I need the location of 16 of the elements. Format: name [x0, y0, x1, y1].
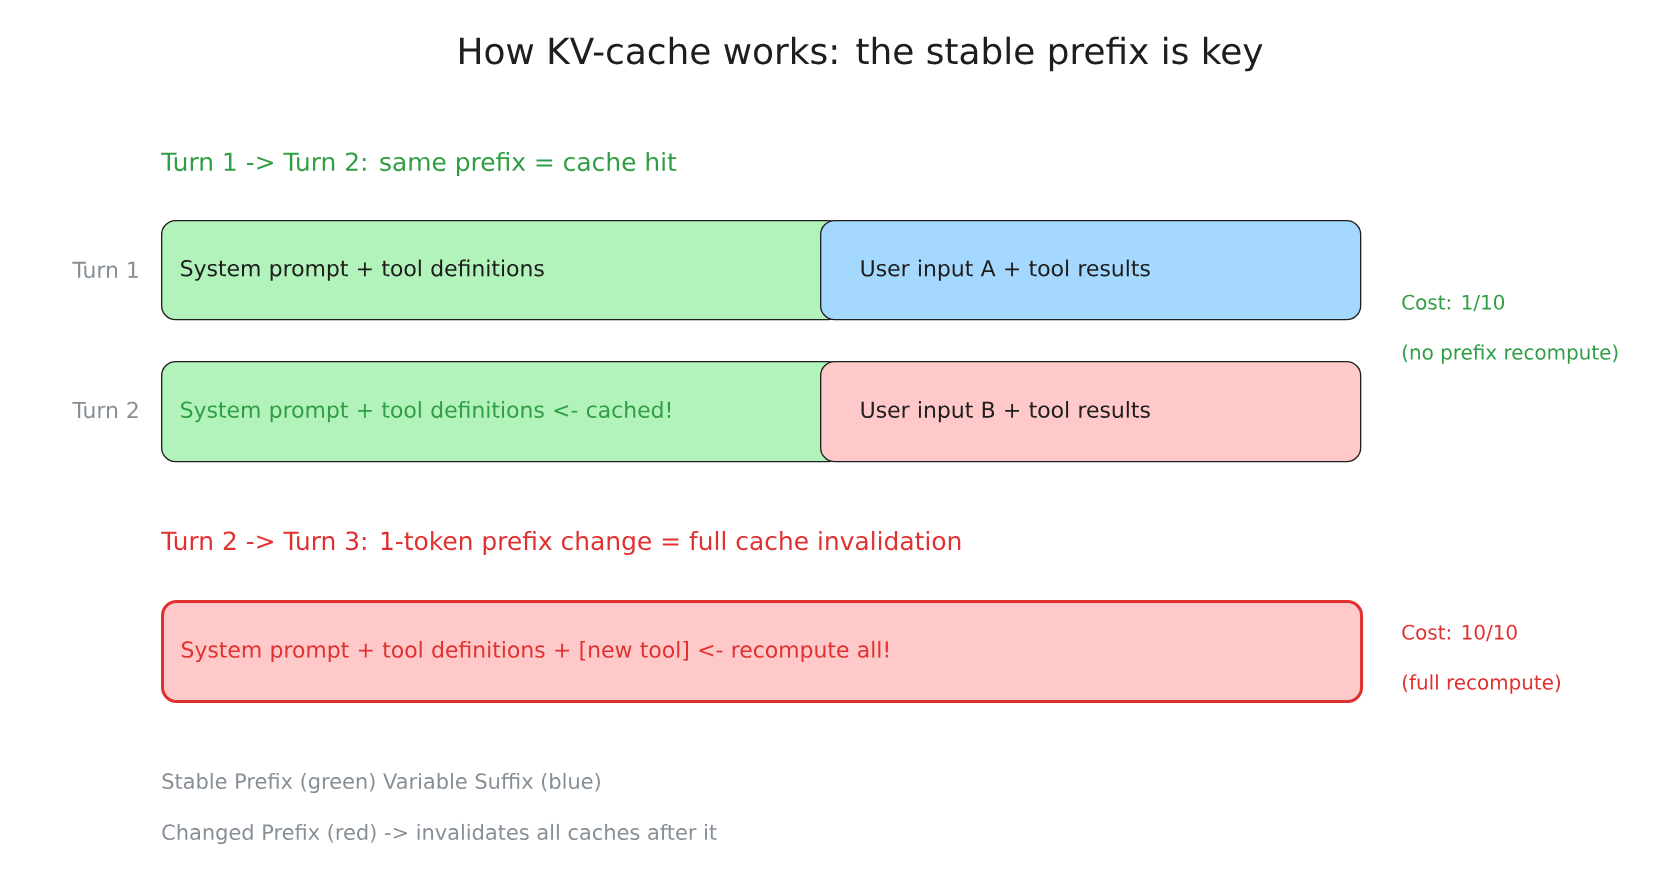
prefix-segment: System prompt + tool definitions — [161, 220, 843, 321]
prefix-segment: System prompt + tool definitions <- cached! — [161, 361, 843, 463]
row-label: Turn 1 — [72, 261, 138, 279]
legend-note: Stable Prefix (green) Variable Suffix (blue) — [162, 772, 600, 794]
legend-note: Changed Prefix (red) -> invalidates all caches after it — [162, 823, 717, 845]
title: How KV-cache works: the stable prefix is key — [460, 36, 1263, 72]
section-heading: Turn 1 -> Turn 2: same prefix = cache hit — [161, 151, 677, 177]
cost-note: (no prefix recompute) — [1402, 344, 1618, 364]
suffix-segment: User input A + tool results — [820, 220, 1362, 321]
cost-note: Cost: 10/10 — [1402, 624, 1517, 642]
section-heading: Turn 2 -> Turn 3: 1-token prefix change = full cache invalidation — [161, 530, 961, 556]
suffix-segment: User input B + tool results — [820, 361, 1362, 463]
changed-prefix-bar: System prompt + tool definitions + [new tool] <- recompute all! — [161, 600, 1364, 703]
cost-note: (full recompute) — [1402, 674, 1561, 694]
cost-note: Cost: 1/10 — [1402, 294, 1505, 312]
row-label: Turn 2 — [72, 401, 138, 419]
